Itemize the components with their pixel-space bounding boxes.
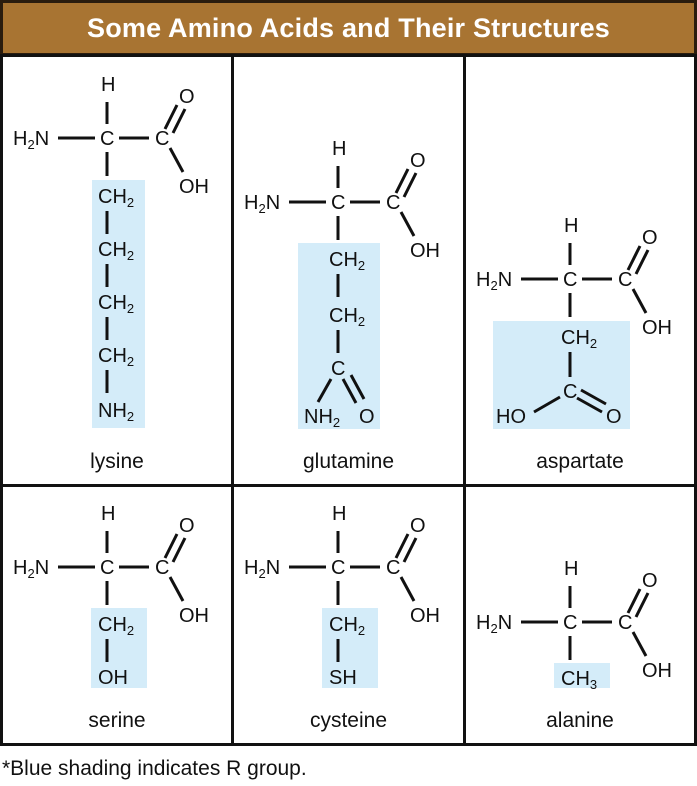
r-group-shading <box>554 663 610 688</box>
amino-acid-name: glutamine <box>302 450 395 473</box>
r-group-shading <box>91 608 147 688</box>
svg-text:SH: SH <box>329 667 357 689</box>
svg-text:O: O <box>359 406 375 428</box>
alanine-structure: CH3 <box>474 556 674 692</box>
r-group-shading <box>92 180 145 428</box>
row-divider <box>0 484 697 487</box>
svg-text:CH3: CH3 <box>561 668 597 692</box>
r-group-shading <box>322 608 378 688</box>
lysine-structure: CH2 CH2 CH2 CH2 NH2 <box>11 72 211 428</box>
amino-acid-table <box>0 54 697 746</box>
column-divider <box>231 54 234 746</box>
svg-text:CH2: CH2 <box>98 186 134 210</box>
amino-acid-cell-glutamine: CH2 CH2 C NH2 O glutamine <box>234 57 463 484</box>
amino-acid-cell-cysteine: CH2 SH cysteine <box>234 487 463 743</box>
title-banner-fill: Some Amino Acids and Their Structures <box>3 3 694 53</box>
title-banner: Some Amino Acids and Their Structures <box>0 0 697 56</box>
aspartate-structure: CH2 C HO O <box>474 213 674 429</box>
svg-text:OH: OH <box>98 667 128 689</box>
amino-acid-name: serine <box>88 709 146 732</box>
svg-text:HO: HO <box>496 406 526 428</box>
cysteine-structure: CH2 SH <box>242 501 442 689</box>
amino-acid-name: lysine <box>90 450 144 473</box>
amino-acid-cell-lysine: CH2 CH2 CH2 CH2 NH2 lysine <box>3 57 231 484</box>
serine-structure: CH2 OH <box>11 501 211 689</box>
amino-acid-name: aspartate <box>536 450 624 473</box>
column-divider <box>463 54 466 746</box>
footnote: *Blue shading indicates R group. <box>2 757 307 780</box>
svg-text:C: C <box>331 358 345 380</box>
glutamine-structure: CH2 CH2 C NH2 O <box>242 136 442 430</box>
amino-acid-cell-serine: CH2 OH serine <box>3 487 231 743</box>
svg-text:O: O <box>606 406 622 428</box>
svg-text:C: C <box>563 381 577 403</box>
figure-title: Some Amino Acids and Their Structures <box>87 12 610 43</box>
amino-acid-cell-alanine: CH3 alanine <box>466 487 694 743</box>
amino-acid-name: alanine <box>546 709 614 732</box>
r-group-shading <box>493 321 630 429</box>
amino-acid-name: cysteine <box>309 709 388 732</box>
amino-acid-cell-aspartate: CH2 C HO O aspartate <box>466 57 694 484</box>
